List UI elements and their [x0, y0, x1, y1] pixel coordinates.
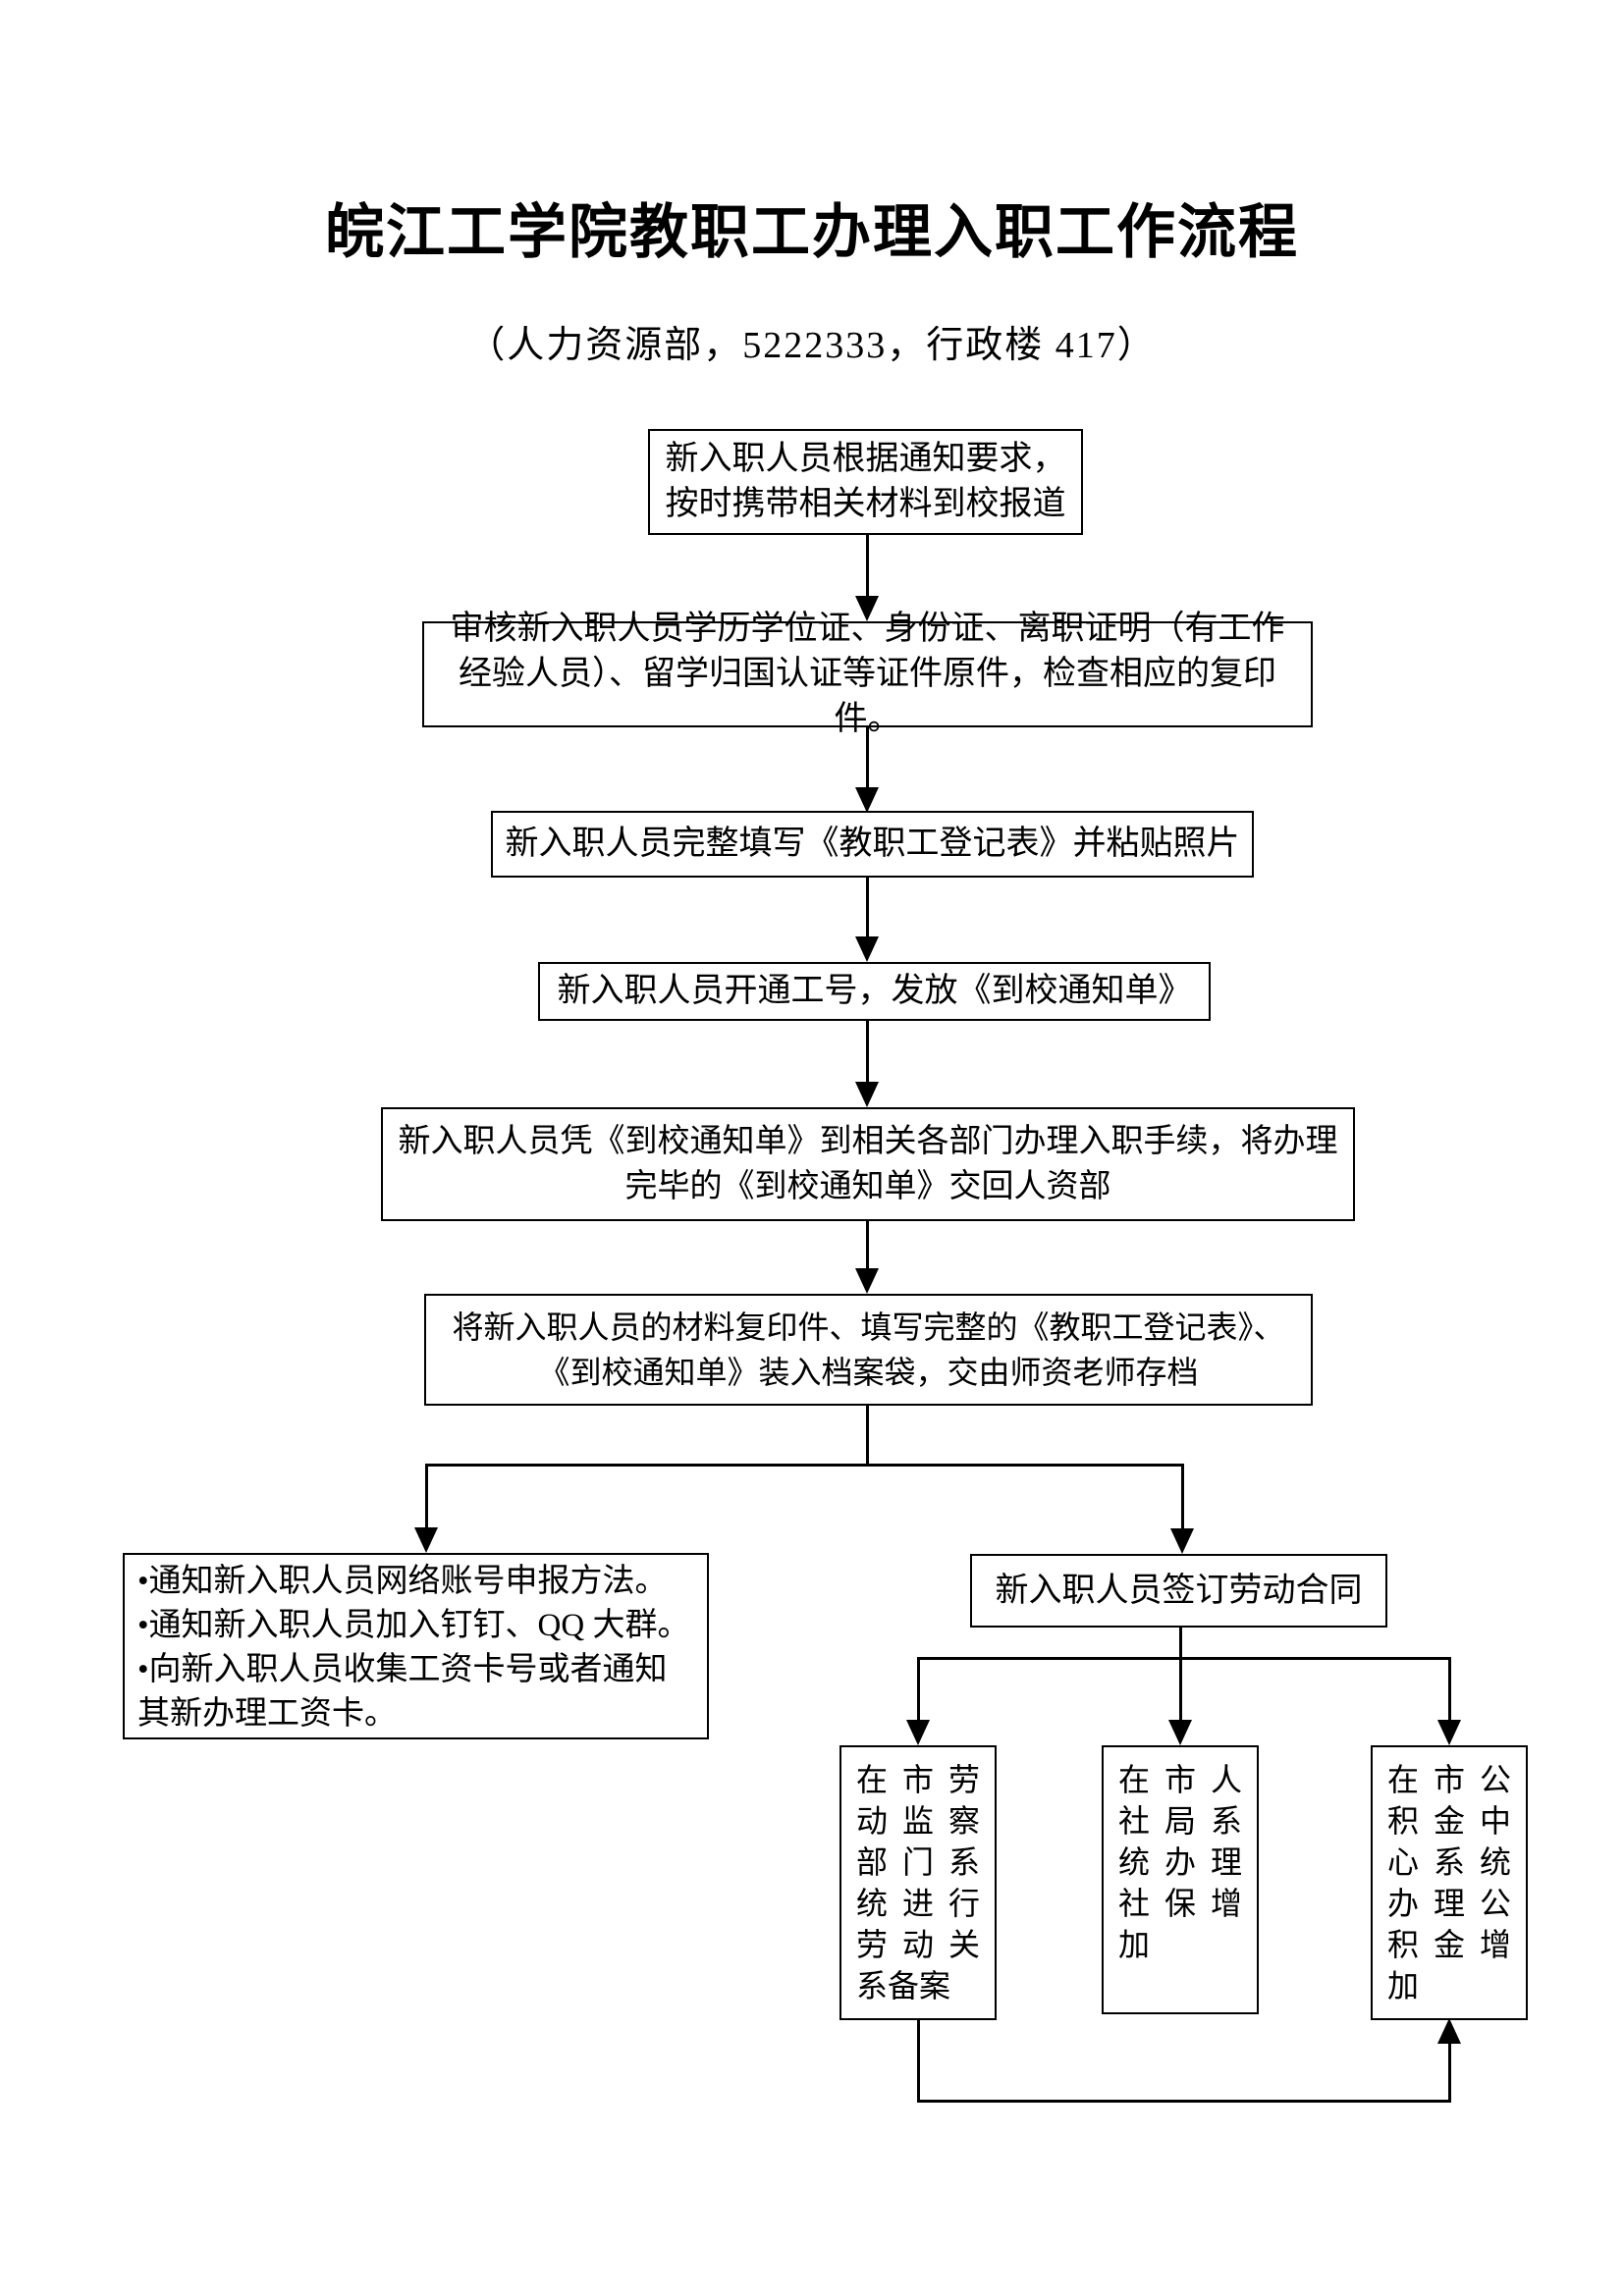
- arrow-to-social-security-icon: [1168, 1720, 1192, 1745]
- arrow-up-to-housing-fund-icon: [1437, 2018, 1461, 2044]
- connector-step6-split: [866, 1406, 869, 1467]
- arrow-to-housing-fund-icon: [1437, 1720, 1461, 1745]
- arrow-step5-step6-icon: [855, 1268, 879, 1294]
- connector-step4-step5: [866, 1021, 869, 1084]
- flow-box-review-text: 审核新入职人员学历学位证、身份证、离职证明（有工作经验人员）、留学归国认证等证件…: [450, 611, 1285, 737]
- page-title: 皖江工学院教职工办理入职工作流程: [325, 200, 1299, 265]
- flow-box-notifications: •通知新入职人员网络账号申报方法。 •通知新入职人员加入钉钉、QQ 大群。 •向…: [123, 1553, 709, 1739]
- notification-bullet-1: •通知新入职人员网络账号申报方法。: [137, 1564, 668, 1599]
- arrow-step4-step5-icon: [855, 1082, 879, 1107]
- arrow-step2-step3-icon: [855, 787, 879, 813]
- flow-box-arrive-text: 新入职人员根据通知要求，按时携带相关材料到校报道: [665, 441, 1066, 522]
- connector-split2-middle: [1179, 1657, 1182, 1722]
- arrow-to-labor-contract-icon: [1170, 1528, 1194, 1554]
- flow-box-social-security-text: 在市人社局系统办理社保增加: [1118, 1762, 1242, 1962]
- arrow-to-notifications-icon: [414, 1527, 438, 1553]
- connector-bottom-down: [917, 2020, 920, 2103]
- flow-box-social-security: 在市人社局系统办理社保增加: [1102, 1745, 1259, 2014]
- flow-box-work-id: 新入职人员开通工号，发放《到校通知单》: [538, 962, 1211, 1021]
- flow-box-arrive-on-campus: 新入职人员根据通知要求，按时携带相关材料到校报道: [648, 429, 1083, 535]
- flow-box-housing-fund-text: 在市公积金中心系统办理公积金增加: [1387, 1762, 1511, 2003]
- flow-box-labor-contract: 新入职人员签订劳动合同: [970, 1554, 1387, 1628]
- connector-step2-step3: [866, 727, 869, 789]
- connector-contract-split: [1179, 1628, 1182, 1660]
- flow-box-onboarding-procedures-text: 新入职人员凭《到校通知单》到相关各部门办理入职手续，将办理完毕的《到校通知单》交…: [398, 1124, 1338, 1204]
- flow-box-labor-inspection: 在市劳动监察部门系统进行劳动关系备案: [839, 1745, 997, 2020]
- flow-box-onboarding-procedures: 新入职人员凭《到校通知单》到相关各部门办理入职手续，将办理完毕的《到校通知单》交…: [381, 1107, 1355, 1221]
- flow-box-work-id-text: 新入职人员开通工号，发放《到校通知单》: [557, 973, 1192, 1009]
- notification-bullet-3: •向新入职人员收集工资卡号或者通知其新办理工资卡。: [137, 1652, 668, 1732]
- connector-step3-step4: [866, 878, 869, 938]
- flow-box-review-credentials: 审核新入职人员学历学位证、身份证、离职证明（有工作经验人员）、留学归国认证等证件…: [422, 611, 1313, 737]
- connector-split1-horizontal: [425, 1464, 1183, 1467]
- connector-bottom-horizontal: [917, 2100, 1451, 2103]
- page-subtitle: （人力资源部，5222333，行政楼 417）: [467, 325, 1157, 366]
- flow-box-registration-form-text: 新入职人员完整填写《教职工登记表》并粘贴照片: [505, 826, 1240, 862]
- connector-step5-step6: [866, 1221, 869, 1270]
- connector-split1-left: [425, 1464, 428, 1529]
- flow-box-registration-form: 新入职人员完整填写《教职工登记表》并粘贴照片: [491, 811, 1254, 878]
- flow-box-labor-contract-text: 新入职人员签订劳动合同: [995, 1572, 1363, 1609]
- arrow-step3-step4-icon: [855, 936, 879, 962]
- arrow-to-labor-inspection-icon: [906, 1720, 930, 1745]
- connector-split2-horizontal: [917, 1657, 1451, 1660]
- arrow-step1-step2-icon: [855, 596, 879, 621]
- flow-box-housing-fund: 在市公积金中心系统办理公积金增加: [1371, 1745, 1528, 2020]
- flow-box-archive-materials: 将新入职人员的材料复印件、填写完整的《教职工登记表》、《到校通知单》装入档案袋，…: [424, 1294, 1313, 1406]
- connector-split2-left: [917, 1657, 920, 1722]
- flow-box-labor-inspection-text: 在市劳动监察部门系统进行劳动关系备案: [856, 1762, 980, 2003]
- connector-split1-right: [1181, 1464, 1184, 1530]
- connector-step1-step2: [866, 535, 869, 598]
- notification-bullet-2: •通知新入职人员加入钉钉、QQ 大群。: [137, 1608, 690, 1643]
- flow-box-archive-materials-text: 将新入职人员的材料复印件、填写完整的《教职工登记表》、《到校通知单》装入档案袋，…: [452, 1309, 1285, 1390]
- connector-split2-right: [1448, 1657, 1451, 1722]
- connector-bottom-up: [1448, 2042, 1451, 2103]
